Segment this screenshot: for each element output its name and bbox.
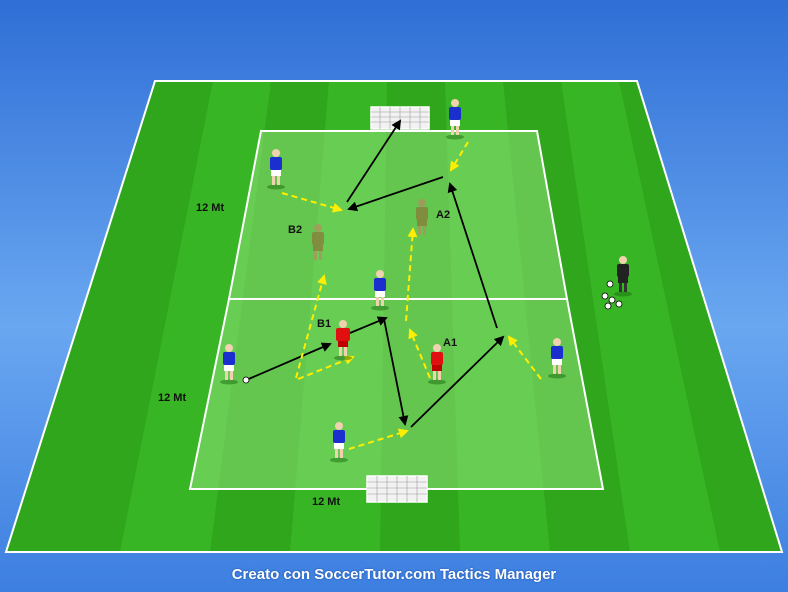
- ball: [601, 292, 609, 300]
- dimension-label: 12 Mt: [312, 496, 340, 508]
- pass-arrow: [346, 119, 402, 203]
- blue-team: [220, 99, 566, 463]
- pass-arrow: [447, 182, 498, 329]
- move-arrow: [281, 192, 343, 213]
- pass-arrow: [383, 318, 409, 426]
- ball: [604, 302, 612, 310]
- dimension-label: 12 Mt: [158, 392, 186, 404]
- move-arrow: [405, 227, 418, 322]
- pass-arrow: [349, 316, 388, 334]
- pass-arrow: [410, 335, 505, 428]
- ghost-player-b2: [312, 224, 324, 260]
- move-arrow: [348, 428, 409, 450]
- blue-player: [548, 338, 566, 379]
- goal-top: [370, 106, 430, 130]
- ball: [606, 280, 614, 288]
- move-arrow: [295, 274, 327, 379]
- goal-bottom: [366, 475, 428, 503]
- move-arrow: [507, 335, 542, 380]
- pass-arrows: [243, 119, 505, 428]
- player-label-a1: A1: [443, 337, 457, 349]
- blue-player: [446, 99, 464, 140]
- player-label-b2: B2: [288, 224, 302, 236]
- pass-arrow: [347, 176, 444, 212]
- red-player-a1: [428, 344, 446, 385]
- top-zone: [227, 130, 569, 300]
- bottom-zone: [188, 298, 605, 490]
- movement-arrows: [281, 141, 542, 450]
- red-player-b1: [334, 320, 352, 361]
- move-arrow: [408, 328, 431, 379]
- pass-arrow: [243, 342, 332, 382]
- move-arrow: [449, 141, 469, 172]
- drill-zones: [188, 130, 605, 490]
- red-team: [334, 320, 446, 385]
- blue-player: [220, 344, 238, 385]
- ball: [615, 300, 623, 308]
- dimension-label: 12 Mt: [196, 202, 224, 214]
- coach: [614, 256, 632, 297]
- ball: [242, 376, 250, 384]
- ball: [608, 296, 616, 304]
- blue-player: [267, 149, 285, 190]
- blue-player: [330, 422, 348, 463]
- player-label-a2: A2: [436, 209, 450, 221]
- ball-pile: [601, 280, 623, 310]
- ghost-player-a2: [416, 199, 428, 235]
- credit-footer: Creato con SoccerTutor.com Tactics Manag…: [231, 566, 557, 583]
- blue-player: [371, 270, 389, 311]
- ghost-players: [312, 199, 428, 260]
- player-label-b1: B1: [317, 318, 331, 330]
